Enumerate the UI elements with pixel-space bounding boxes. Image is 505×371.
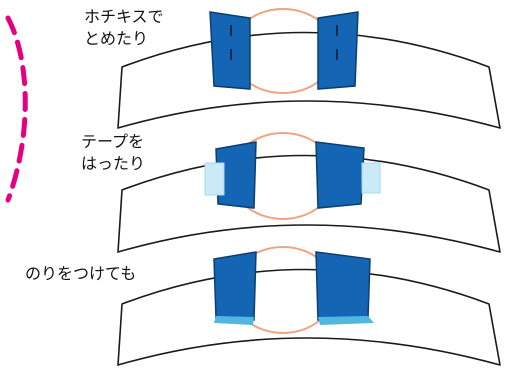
paper-strip <box>117 268 501 366</box>
row-staple: ホチキスで とめたり <box>84 7 501 129</box>
dashed-arc <box>5 15 28 203</box>
strip-end-right <box>315 141 365 209</box>
strip-end-right <box>315 251 371 321</box>
paper-strip <box>117 154 501 253</box>
row-glue: のりをつけても <box>25 246 501 366</box>
tape-icon <box>361 162 381 194</box>
row-label-staple: ホチキスで とめたり <box>84 7 169 48</box>
glue-icon <box>318 316 374 325</box>
glue-icon <box>214 316 254 325</box>
row-label-tape: テープを はったり <box>81 132 149 173</box>
tape-icon <box>204 162 225 196</box>
paper-strip <box>117 31 501 129</box>
row-label-glue: のりをつけても <box>25 264 136 283</box>
row-tape: テープを はったり <box>81 132 501 253</box>
strip-end-left <box>213 251 257 321</box>
